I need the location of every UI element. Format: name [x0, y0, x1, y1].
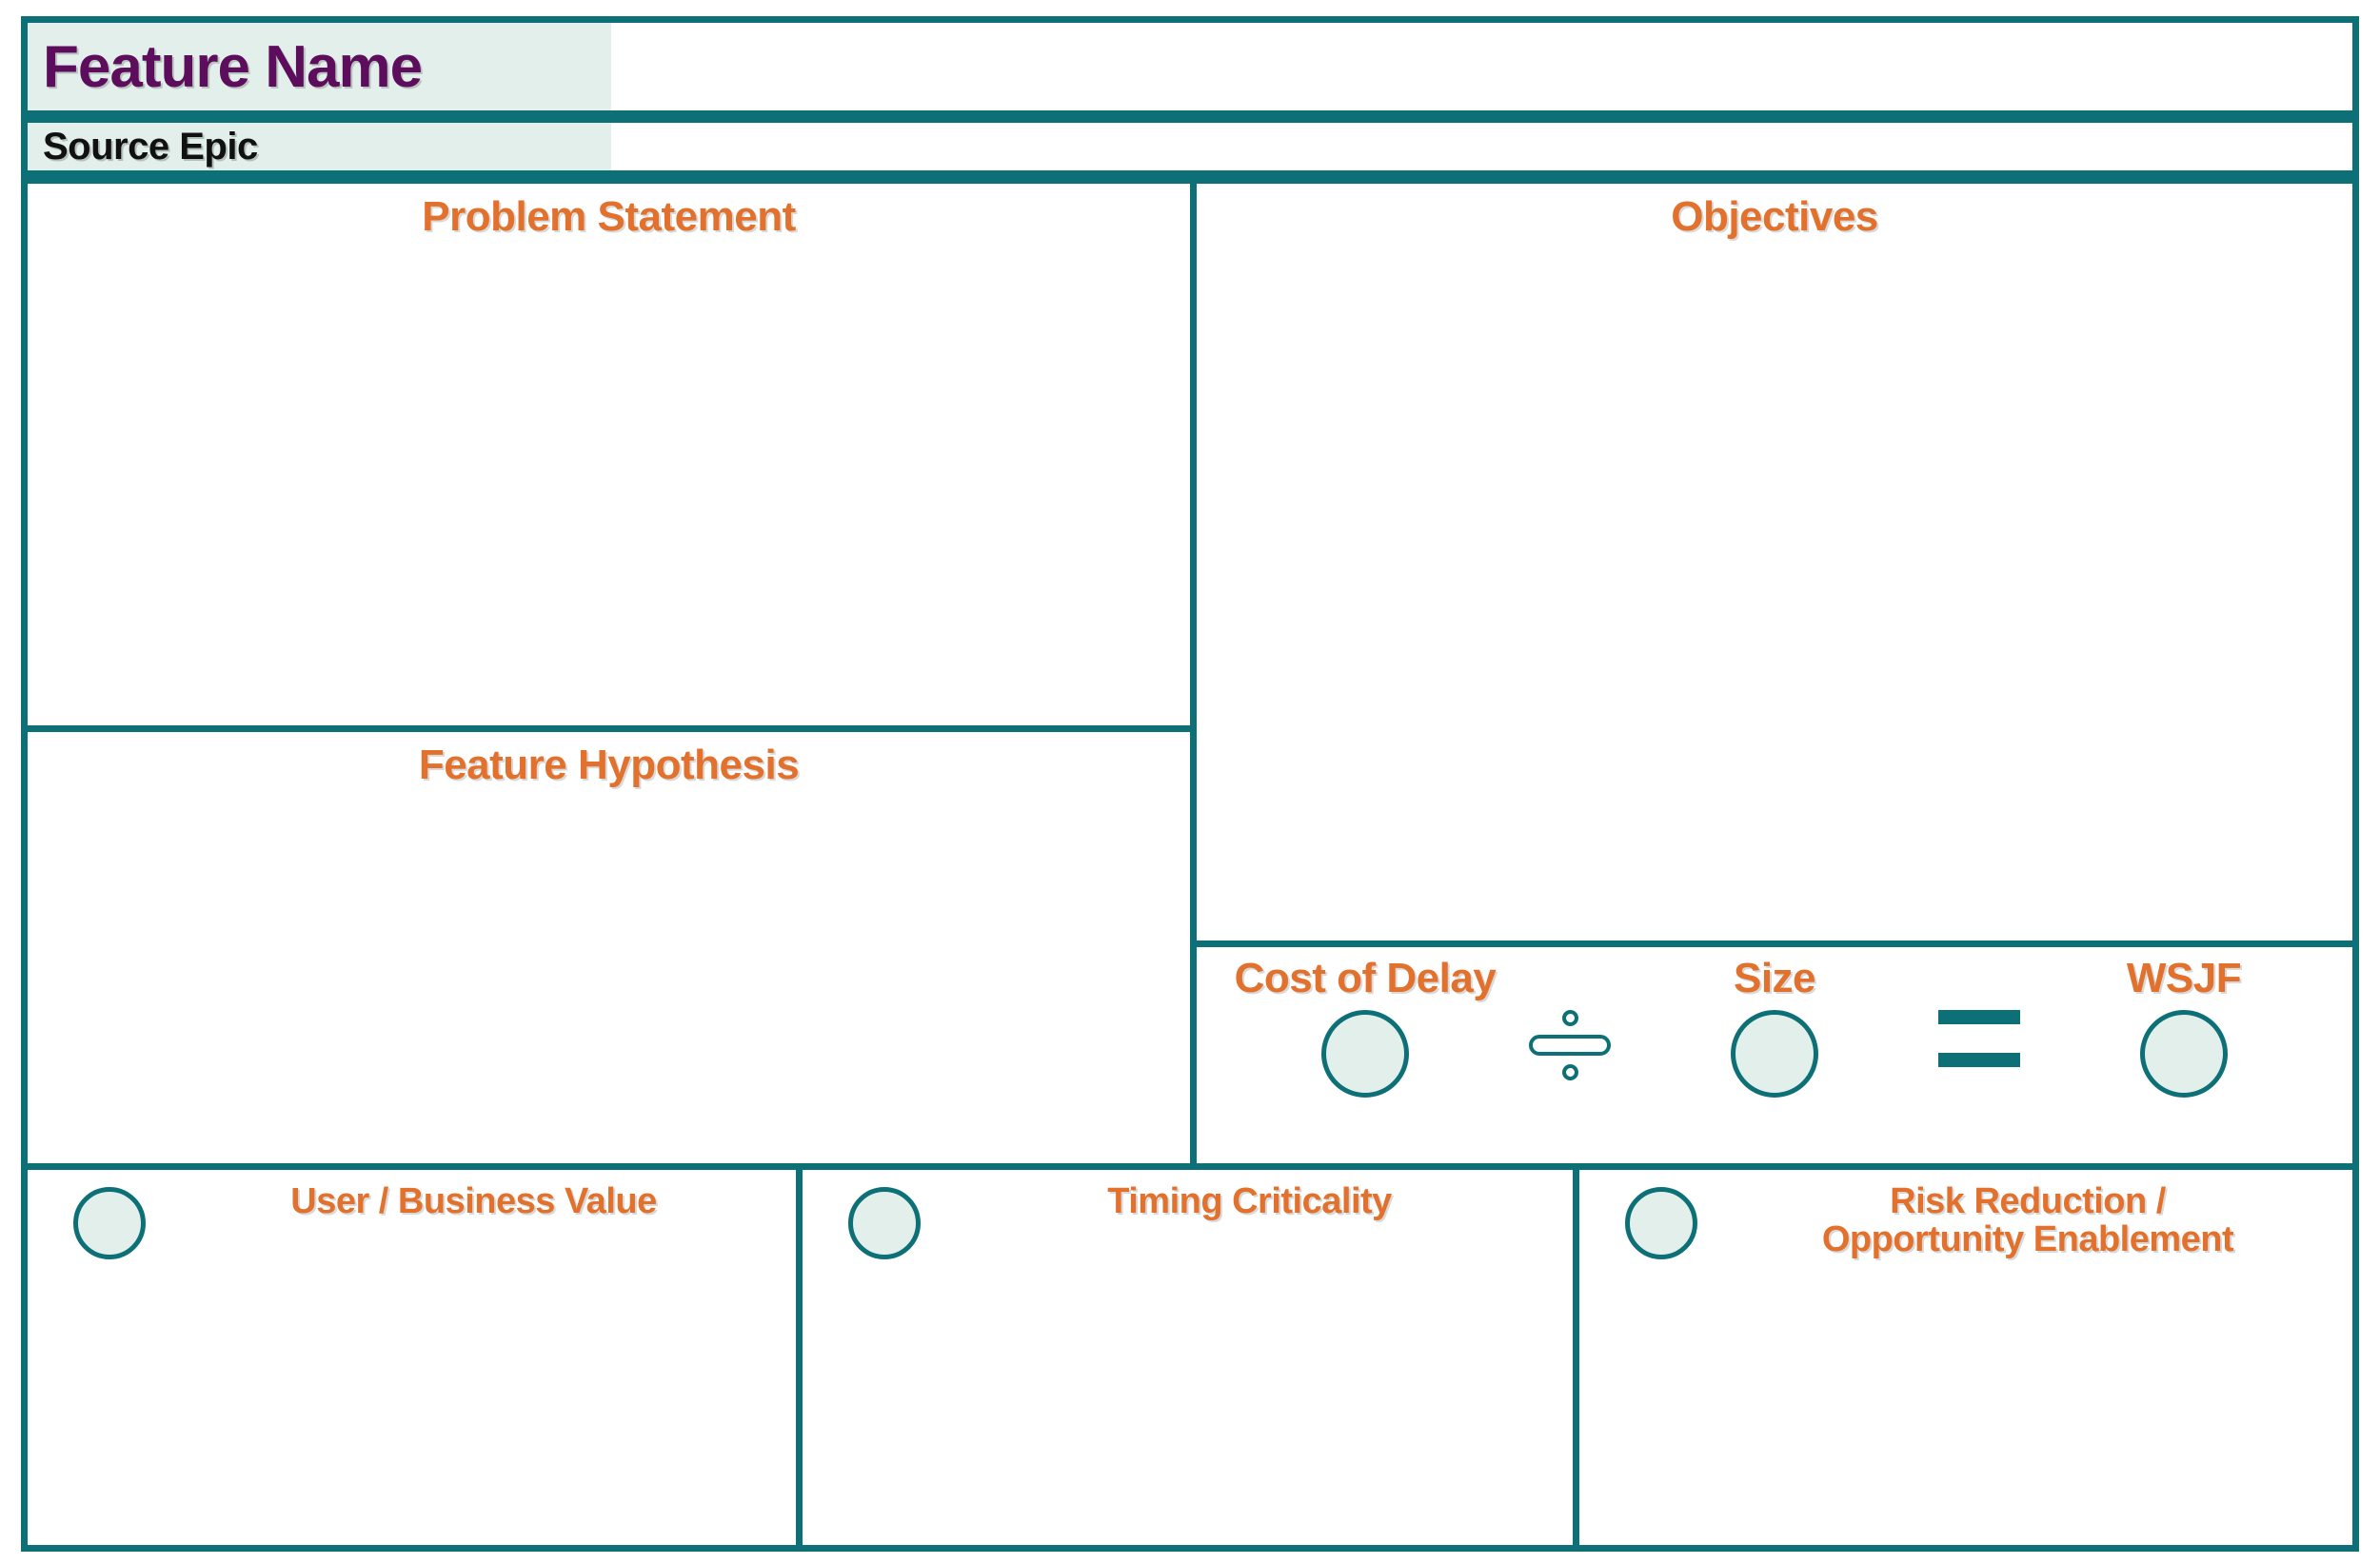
cost-of-delay-term: Cost of Delay	[1213, 955, 1517, 1098]
risk-reduction-title: Risk Reduction / Opportunity Enablement	[1713, 1181, 2343, 1259]
equals-bar-top	[1938, 1010, 2020, 1024]
source-epic-label-cell: Source Epic	[28, 123, 611, 170]
feature-name-label-cell: Feature Name	[28, 23, 611, 110]
cost-of-delay-score-circle[interactable]	[1321, 1010, 1409, 1098]
wsjf-result-term: WSJF	[2032, 955, 2336, 1098]
user-business-value-score-circle[interactable]	[73, 1187, 146, 1259]
timing-criticality-panel[interactable]: Timing Criticality	[796, 1163, 1579, 1552]
timing-criticality-score-circle[interactable]	[848, 1187, 921, 1259]
risk-reduction-score-circle[interactable]	[1625, 1187, 1697, 1259]
feature-name-label: Feature Name	[43, 33, 423, 100]
timing-criticality-title: Timing Criticality	[1107, 1181, 1392, 1221]
risk-reduction-title-line1: Risk Reduction /	[1890, 1181, 2166, 1221]
divide-bar	[1529, 1035, 1611, 1056]
wsjf-score-circle[interactable]	[2140, 1010, 2228, 1098]
divide-dot-bottom	[1561, 1064, 1578, 1080]
wsjf-formula-panel: Cost of Delay Size WSJF	[1190, 940, 2359, 1170]
risk-reduction-title-line2: Opportunity Enablement	[1821, 1218, 2234, 1259]
equals-bar-bottom	[1938, 1053, 2020, 1067]
problem-statement-title: Problem Statement	[422, 193, 796, 240]
problem-statement-panel[interactable]: Problem Statement	[21, 177, 1197, 732]
user-business-value-title: User / Business Value	[290, 1181, 657, 1221]
user-business-value-panel[interactable]: User / Business Value	[21, 1163, 803, 1552]
wsjf-label: WSJF	[2126, 955, 2242, 1001]
size-score-circle[interactable]	[1731, 1010, 1818, 1098]
objectives-panel[interactable]: Objectives	[1190, 177, 2359, 947]
feature-hypothesis-title: Feature Hypothesis	[418, 742, 800, 788]
risk-reduction-panel[interactable]: Risk Reduction / Opportunity Enablement	[1573, 1163, 2359, 1552]
divide-dot-top	[1561, 1010, 1578, 1026]
objectives-title: Objectives	[1671, 193, 1878, 240]
size-term: Size	[1622, 955, 1927, 1098]
cost-of-delay-label: Cost of Delay	[1234, 955, 1497, 1001]
source-epic-label: Source Epic	[43, 125, 258, 168]
divide-icon	[1517, 1010, 1622, 1080]
size-label: Size	[1733, 955, 1816, 1001]
feature-name-row[interactable]: Feature Name	[21, 16, 2359, 117]
equals-icon	[1927, 1010, 2032, 1067]
feature-hypothesis-panel[interactable]: Feature Hypothesis	[21, 725, 1197, 1170]
source-epic-row[interactable]: Source Epic	[21, 116, 2359, 177]
